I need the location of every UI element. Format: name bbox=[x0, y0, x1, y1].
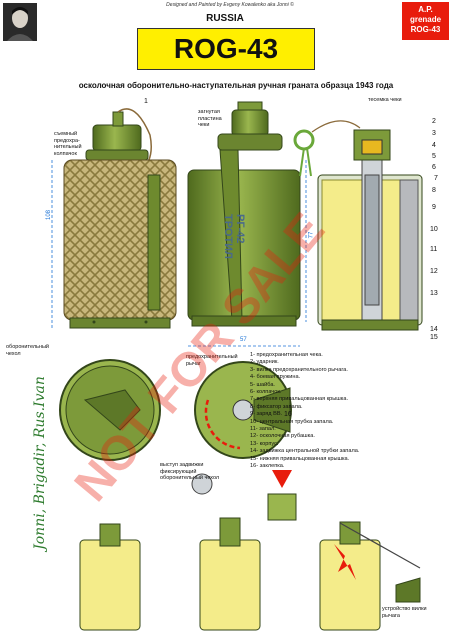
callout-number: 13 bbox=[430, 290, 438, 297]
legend-item: 3- вилка предохранительного рычага. bbox=[250, 366, 348, 373]
legend-item: 16- заклепка. bbox=[250, 463, 285, 470]
dimension-total-height: 108 bbox=[46, 209, 53, 221]
badge: A.P. grenade ROG-43 bbox=[402, 2, 449, 40]
legend-item: 11- запал. bbox=[250, 426, 276, 433]
label-line: чеки bbox=[198, 122, 210, 128]
callout-number: 11 bbox=[430, 246, 438, 253]
label-line: оборонительный bbox=[6, 344, 49, 350]
legend-item: 15- нижняя привальцованная крышка. bbox=[250, 455, 350, 462]
label-line: загнутая bbox=[198, 109, 220, 115]
callout-number: 4 bbox=[432, 142, 436, 149]
callout-number: 16 bbox=[284, 411, 292, 418]
legend-item: 8- фиксатор запала. bbox=[250, 403, 303, 410]
badge-line: ROG-43 bbox=[410, 25, 441, 34]
grenade-body bbox=[187, 101, 301, 327]
marking-line: РГ-42 bbox=[234, 214, 246, 244]
dimension-diameter: 57 bbox=[240, 337, 247, 343]
label-lever-device: устройство вилки рычага bbox=[382, 606, 446, 619]
callout-number: 10 bbox=[430, 226, 438, 233]
legend-item: 2- ударник. bbox=[250, 359, 279, 366]
legend-item: 10- центральная трубка запала. bbox=[250, 418, 334, 425]
label-line: пластина bbox=[198, 115, 222, 122]
label-line: рычаг bbox=[186, 360, 201, 367]
author-credit: Designed and Painted by Evgeny Kowalenko… bbox=[166, 2, 294, 8]
country-label: RUSSIA bbox=[206, 13, 244, 24]
label-line: рычага bbox=[382, 612, 400, 619]
callout-number: 1 bbox=[144, 98, 148, 105]
label-line: устройство вилки bbox=[382, 606, 427, 612]
page-subtitle: осколочная оборонительно-наступательная … bbox=[78, 81, 394, 90]
legend-item: 9- заряд ВВ. bbox=[250, 411, 283, 418]
legend-item: 12- осколочная рубашка. bbox=[250, 433, 315, 440]
badge-line: grenade bbox=[409, 15, 442, 24]
callout-number: 5 bbox=[432, 153, 436, 160]
marking-line: ТРОТИЛ bbox=[222, 214, 234, 259]
grenade-cutaway bbox=[317, 129, 423, 331]
label-line: нительный bbox=[54, 144, 82, 150]
page-title: ROG-43 bbox=[137, 28, 315, 70]
callout-number: 9 bbox=[432, 204, 436, 211]
label-line: фиксирующий bbox=[160, 468, 197, 475]
legend-item: 1- предохранительная чека. bbox=[250, 352, 323, 358]
legend-item: 13- корпус. bbox=[250, 440, 279, 447]
legend-item: 5- шайба. bbox=[250, 381, 275, 388]
label-line: колпачок bbox=[54, 150, 77, 157]
callout-number: 6 bbox=[432, 164, 436, 171]
label-line: предохра- bbox=[54, 137, 80, 144]
label-line: чехол bbox=[6, 350, 21, 357]
callout-number: 2 bbox=[432, 118, 436, 125]
cap-top-view bbox=[59, 359, 161, 461]
label-defensive-jacket: оборонительный чехол bbox=[6, 344, 76, 357]
label-line: предохранительный bbox=[186, 354, 238, 360]
callout-number: 12 bbox=[430, 268, 438, 275]
label-line: оборонительный чехол bbox=[160, 475, 220, 481]
legend-item: 14- задвижка центральной трубки запала. bbox=[250, 448, 360, 455]
label-latch-note: выступ задвижки фиксирующий оборонительн… bbox=[160, 462, 240, 482]
label-line: выступ задвижки bbox=[160, 462, 204, 468]
callout-number: 14 bbox=[430, 326, 438, 333]
bottom-sequence bbox=[79, 470, 421, 631]
author-portrait bbox=[3, 3, 37, 41]
callout-number: 8 bbox=[432, 187, 436, 194]
cap-rotation-view bbox=[194, 361, 292, 459]
legend-item: 6- колпачок. bbox=[250, 389, 282, 396]
label-safety-cap: съемный предохра- нительный колпачок bbox=[54, 131, 114, 157]
body-marking: РГ-42 ТРОТИЛ bbox=[222, 214, 246, 259]
callout-number: 3 bbox=[432, 130, 436, 137]
badge-line: A.P. bbox=[418, 5, 433, 14]
grenade-with-jacket bbox=[63, 108, 177, 329]
parts-legend: 1- предохранительная чека. 2- ударник. 3… bbox=[250, 352, 446, 471]
callout-number: 7 bbox=[434, 175, 438, 182]
callout-number: 15 bbox=[430, 334, 438, 341]
legend-item: 7- верхняя привальцованная крышка. bbox=[250, 396, 349, 403]
label-pin-tape: тесемка чеки bbox=[368, 97, 402, 103]
label-safety-lever: предохранительный рычаг bbox=[186, 354, 256, 367]
legend-item: 4- боевая пружина. bbox=[250, 374, 301, 381]
label-bent-plate: загнутая пластина чеки bbox=[198, 109, 258, 129]
label-line: съемный bbox=[54, 131, 78, 137]
signature: Jonni, Brigadir, Rus.Ivan bbox=[32, 376, 48, 550]
safety-pin bbox=[293, 120, 361, 177]
